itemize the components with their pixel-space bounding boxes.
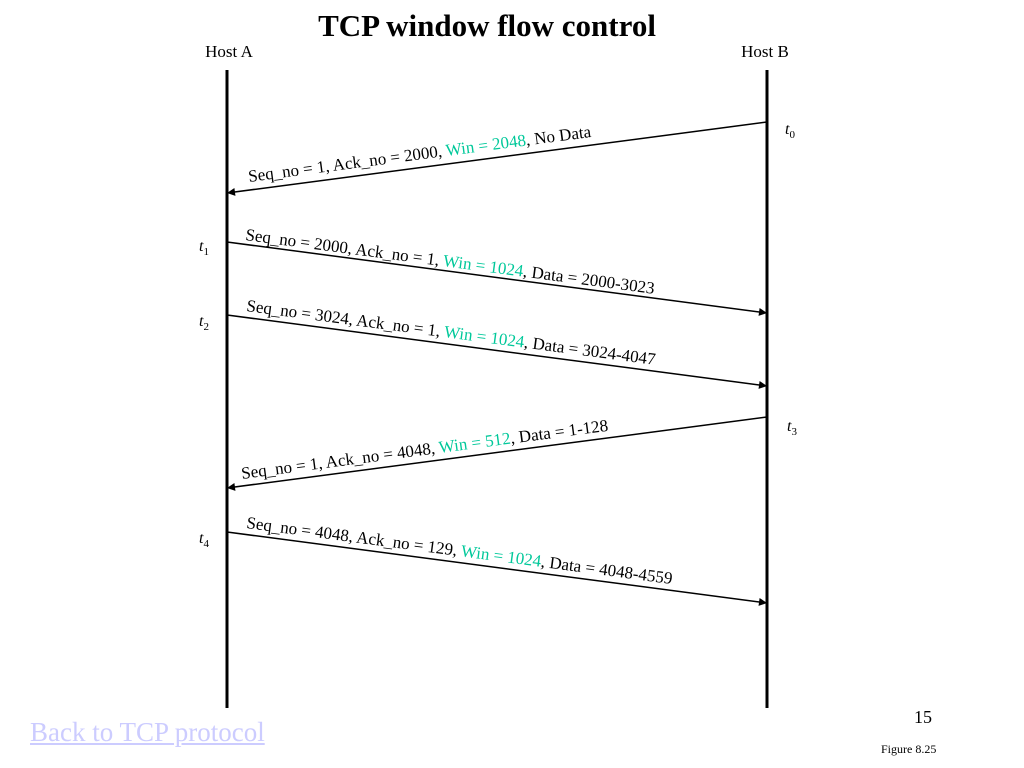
time-label-t4: t4: [199, 530, 209, 550]
figure-reference: Figure 8.25: [881, 742, 937, 756]
message-5-arrow: [226, 531, 768, 606]
time-label-t0: t0: [785, 121, 795, 141]
page-number: 15: [914, 707, 932, 727]
message-3: Seq_no = 3024, Ack_no = 1, Win = 1024, D…: [226, 296, 768, 389]
message-5-fields: Seq_no = 4048, Ack_no = 129,: [245, 513, 462, 560]
message-5: Seq_no = 4048, Ack_no = 129, Win = 1024,…: [226, 513, 768, 606]
host-a-label: Host A: [205, 42, 253, 61]
message-1-arrow: [226, 121, 768, 196]
message-2-fields: Seq_no = 2000, Ack_no = 1,: [244, 225, 444, 270]
time-label-t2: t2: [199, 313, 209, 333]
message-4-data: , Data = 1-128: [509, 416, 609, 448]
message-2: Seq_no = 2000, Ack_no = 1, Win = 1024, D…: [226, 225, 768, 316]
message-3-arrow: [226, 314, 768, 389]
message-4-label: Seq_no = 1, Ack_no = 4048, Win = 512, Da…: [240, 416, 609, 483]
message-3-fields: Seq_no = 3024, Ack_no = 1,: [245, 296, 445, 341]
time-label-t1: t1: [199, 238, 209, 258]
message-2-label: Seq_no = 2000, Ack_no = 1, Win = 1024, D…: [244, 225, 655, 298]
message-1: Seq_no = 1, Ack_no = 2000, Win = 2048, N…: [226, 121, 768, 196]
host-b-label: Host B: [741, 42, 789, 61]
message-2-arrow: [226, 241, 768, 316]
message-4-fields: Seq_no = 1, Ack_no = 4048,: [240, 438, 440, 483]
message-4-arrow: [226, 416, 768, 491]
message-5-window: Win = 1024: [460, 541, 543, 570]
message-3-label: Seq_no = 3024, Ack_no = 1, Win = 1024, D…: [245, 296, 657, 369]
message-2-data: , Data = 2000-3023: [522, 262, 656, 298]
message-1-label: Seq_no = 1, Ack_no = 2000, Win = 2048, N…: [247, 122, 593, 186]
slide-title: TCP window flow control: [318, 8, 656, 43]
time-label-t3: t3: [787, 418, 797, 438]
message-1-data: , No Data: [525, 122, 593, 149]
message-4: Seq_no = 1, Ack_no = 4048, Win = 512, Da…: [226, 416, 768, 491]
message-1-fields: Seq_no = 1, Ack_no = 2000,: [247, 141, 447, 186]
message-5-label: Seq_no = 4048, Ack_no = 129, Win = 1024,…: [245, 513, 673, 588]
message-3-window: Win = 1024: [443, 322, 526, 351]
back-to-tcp-protocol-link[interactable]: Back to TCP protocol: [30, 717, 265, 747]
